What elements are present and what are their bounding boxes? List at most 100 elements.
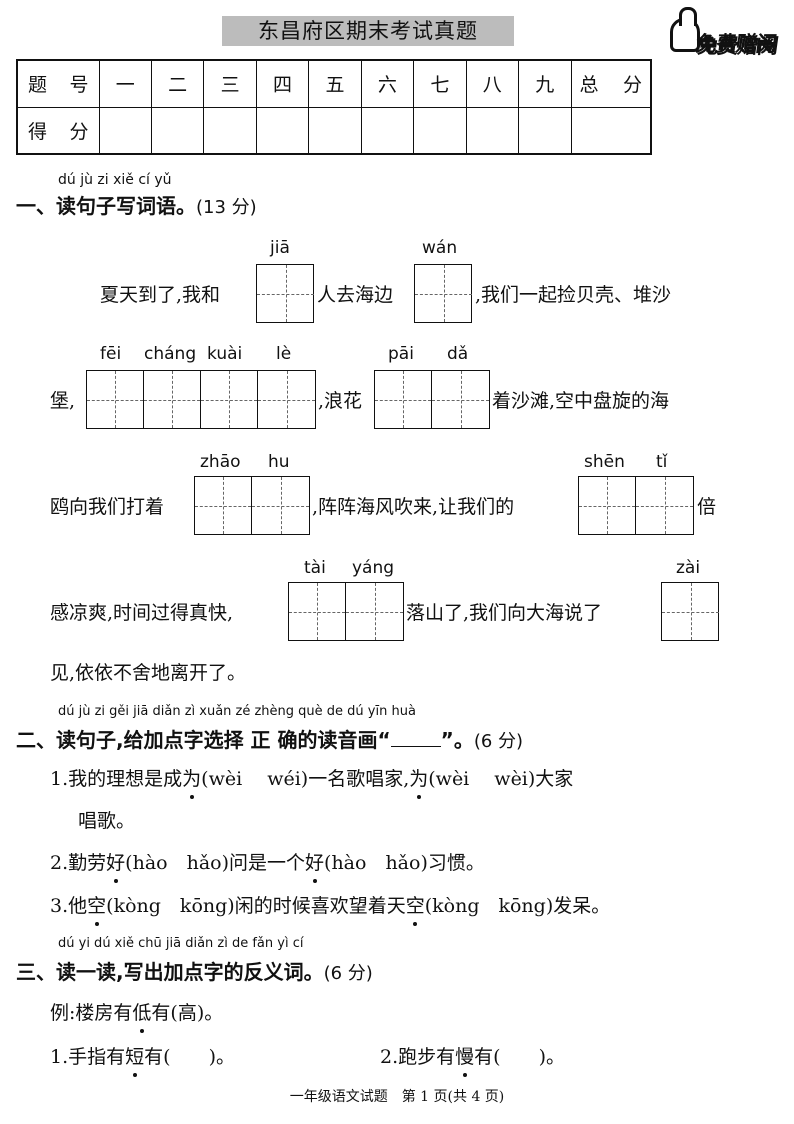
section1-heading: 一、读句子写词语。(13 分) [16, 190, 257, 219]
score-cell[interactable] [518, 106, 572, 155]
answer-blank[interactable]: 有( )。 [144, 1046, 235, 1068]
dotted-char: 空 [87, 895, 107, 926]
writing-cell[interactable] [346, 583, 403, 640]
writing-cell[interactable] [579, 477, 636, 534]
question-text: 我的理想是成 [68, 768, 183, 790]
score-header-cell: 题 号 [16, 59, 100, 108]
question-text: 手指有 [68, 1046, 126, 1068]
pinyin-choice[interactable]: (hào hǎo)问是一个 [125, 852, 306, 874]
question-number: 3. [50, 895, 69, 917]
pinyin-label: lè [276, 344, 292, 364]
pinyin-choice[interactable]: (kòng kōng)闲的时候喜欢望着天 [106, 895, 406, 917]
question-line: 1.手指有短有( )。 [50, 1044, 235, 1077]
writing-cell[interactable] [87, 371, 144, 428]
score-header-cell: 八 [465, 59, 520, 108]
question-number: 1. [50, 1046, 69, 1068]
pinyin-label: pāi [388, 344, 414, 364]
dotted-char: 为 [182, 768, 202, 799]
writing-cell[interactable] [258, 371, 315, 428]
score-cell[interactable] [570, 106, 652, 155]
section2-title: 二、读句子,给加点字选择 正 确的读音画“ [16, 728, 391, 752]
writing-cell[interactable] [144, 371, 201, 428]
question-number: 2. [50, 852, 69, 874]
writing-cell[interactable] [636, 477, 693, 534]
pinyin-label: tǐ [656, 452, 668, 472]
pinyin-label: yáng [352, 558, 395, 578]
score-header-cell: 七 [413, 59, 467, 108]
pinyin-label: fēi [100, 344, 122, 364]
score-header-cell: 总 分 [570, 59, 652, 108]
thumbs-up-icon [670, 7, 700, 52]
pinyin-choice[interactable]: (kòng kōng)发呆。 [424, 895, 611, 917]
writing-box-shenti[interactable] [578, 476, 694, 535]
writing-box-paida[interactable] [374, 370, 490, 429]
question-text: 唱歌。 [78, 810, 136, 832]
pinyin-label: jiā [270, 238, 290, 258]
passage-text: 感凉爽,时间过得真快, [50, 602, 234, 624]
writing-cell[interactable] [432, 371, 489, 428]
pinyin-label: zhāo [200, 452, 241, 472]
answer-blank[interactable]: 有( )。 [474, 1046, 565, 1068]
question-number: 1. [50, 768, 69, 790]
score-row-label: 得 分 [16, 106, 100, 155]
writing-box-taiyang[interactable] [288, 582, 404, 641]
example-text: 有(高)。 [151, 1002, 224, 1024]
answer-underline [390, 729, 441, 747]
pinyin-choice[interactable]: (wèi wéi)一名歌唱家, [201, 768, 410, 790]
writing-box-feichangkuaile[interactable] [86, 370, 316, 429]
score-cell[interactable] [150, 106, 205, 155]
section2-heading: 二、读句子,给加点字选择 正 确的读音画“”。(6 分) [16, 724, 523, 753]
pinyin-label: wán [422, 238, 458, 258]
writing-cell[interactable] [375, 371, 432, 428]
passage-text: 夏天到了,我和 [100, 284, 221, 306]
writing-cell[interactable] [257, 265, 314, 322]
question-text: 勤劳 [68, 852, 107, 874]
writing-box-zhaohu[interactable] [194, 476, 310, 535]
writing-cell[interactable] [201, 371, 258, 428]
passage-text: 倍 [697, 496, 717, 518]
writing-box-zai[interactable] [661, 582, 719, 641]
score-cell[interactable] [98, 106, 152, 155]
question-text: 他 [68, 895, 88, 917]
score-table: 题 号 一 二 三 四 五 六 七 八 九 总 分 得 分 [16, 59, 652, 155]
score-cell[interactable] [255, 106, 310, 155]
score-cell[interactable] [465, 106, 520, 155]
score-header-cell: 四 [255, 59, 310, 108]
writing-box-wan[interactable] [414, 264, 472, 323]
writing-cell[interactable] [289, 583, 346, 640]
pinyin-choice[interactable]: (hào hǎo)习惯。 [324, 852, 485, 874]
writing-cell[interactable] [252, 477, 309, 534]
writing-box-jia[interactable] [256, 264, 314, 323]
dotted-char: 好 [106, 852, 126, 883]
dotted-char: 短 [125, 1046, 145, 1077]
section3-title: 三、读一读,写出加点字的反义词。 [16, 960, 324, 984]
question-line: 1.我的理想是成为(wèi wéi)一名歌唱家,为(wèi wèi)大家 [50, 766, 574, 799]
example-line: 例:楼房有低有(高)。 [50, 1000, 224, 1033]
dotted-char: 空 [405, 895, 425, 926]
score-header-cell: 五 [308, 59, 362, 108]
question-number: 2. [380, 1046, 399, 1068]
dotted-char: 为 [409, 768, 429, 799]
free-gift-badge: 免费赠阅 [668, 6, 794, 62]
score-header-cell: 一 [98, 59, 152, 108]
score-cell[interactable] [413, 106, 467, 155]
score-cell[interactable] [360, 106, 415, 155]
section3-points: (6 分) [323, 963, 373, 984]
section2-title-end: ”。 [440, 728, 474, 752]
pinyin-label: shēn [584, 452, 625, 472]
section1-title: 一、读句子写词语。 [16, 194, 196, 218]
pinyin-label: zài [676, 558, 701, 578]
dotted-char: 低 [132, 1002, 152, 1033]
writing-cell[interactable] [195, 477, 252, 534]
score-cell[interactable] [203, 106, 257, 155]
passage-text: 人去海边 [317, 284, 394, 306]
section1-points: (13 分) [196, 197, 257, 218]
badge-text: 免费赠阅 [694, 32, 778, 56]
pinyin-label: dǎ [447, 344, 469, 364]
writing-cell[interactable] [415, 265, 472, 322]
score-cell[interactable] [308, 106, 362, 155]
writing-cell[interactable] [662, 583, 719, 640]
passage-text: ,阵阵海风吹来,让我们的 [312, 496, 515, 518]
pinyin-label: cháng [144, 344, 197, 364]
pinyin-choice[interactable]: (wèi wèi)大家 [428, 768, 574, 790]
